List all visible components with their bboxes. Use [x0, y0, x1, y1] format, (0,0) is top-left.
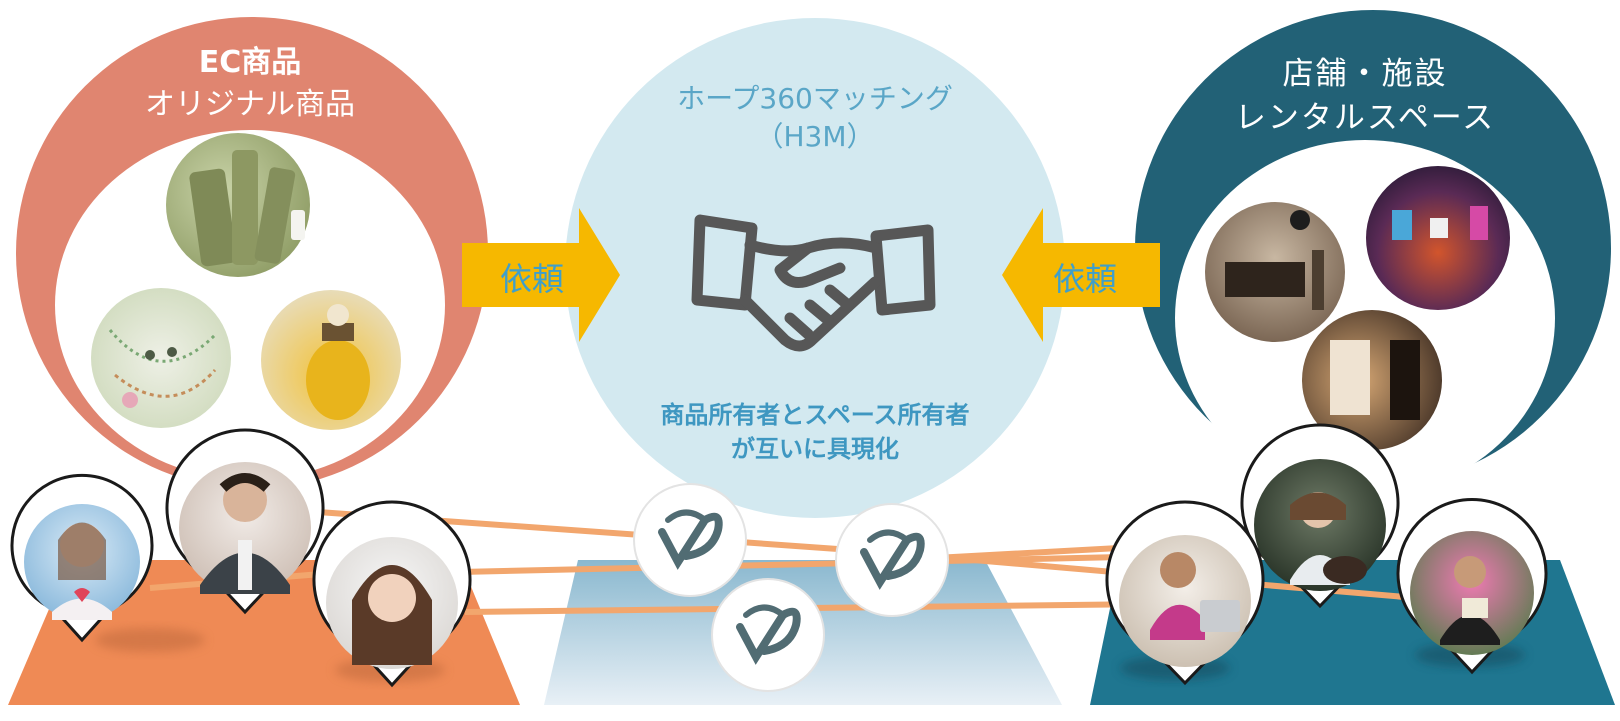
cosmetic-bottles-photo	[166, 133, 310, 277]
shop-title-line2: レンタルスペース	[1175, 96, 1555, 140]
perfume-bottle-photo	[261, 290, 401, 430]
hub-title-line2: （H3M）	[600, 118, 1030, 156]
ec-title-line2: オリジナル商品	[60, 84, 440, 126]
platform-shadow	[95, 628, 205, 652]
hub-title: ホープ360マッチング （H3M）	[600, 80, 1030, 156]
hub-desc-line2: が互いに具現化	[600, 432, 1030, 466]
shop-title-line1: 店舗・施設	[1175, 52, 1555, 96]
hope-logo-icon	[634, 484, 746, 596]
shop-title: 店舗・施設 レンタルスペース	[1175, 52, 1555, 140]
necklace-jewelry-photo	[91, 288, 231, 428]
hub-desc-line1: 商品所有者とスペース所有者	[600, 398, 1030, 432]
hub-description: 商品所有者とスペース所有者 が互いに具現化	[600, 398, 1030, 466]
game-arcade-photo	[1366, 166, 1510, 310]
hope-logo-icon	[712, 579, 824, 691]
clothing-boutique-photo	[1205, 202, 1345, 342]
hope-logo-icon	[836, 504, 948, 616]
ec-title-line1: EC商品	[60, 42, 440, 84]
ec-title: EC商品 オリジナル商品	[60, 42, 440, 126]
hub-title-line1: ホープ360マッチング	[600, 80, 1030, 118]
request-label-left: 依頼	[500, 254, 564, 300]
request-label-right: 依頼	[1053, 254, 1117, 300]
